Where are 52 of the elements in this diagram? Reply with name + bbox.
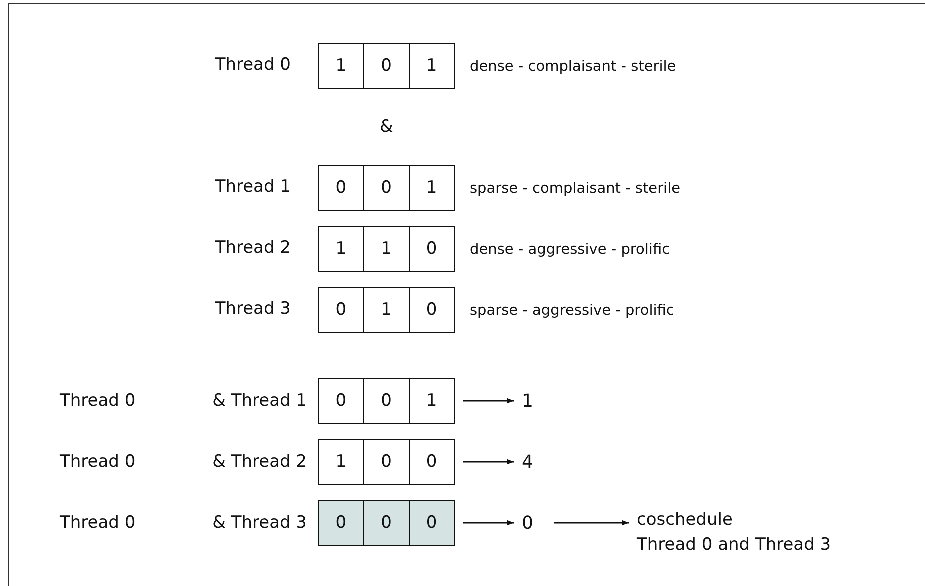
thread-label: & Thread 1 — [212, 390, 307, 413]
bit-cell: 0 — [408, 440, 454, 484]
bit-cell-text: 0 — [334, 299, 348, 322]
thread-description: sparse - aggressive - prolific — [470, 302, 674, 321]
bit-array — [318, 500, 455, 546]
thread-label: & Thread 3 — [212, 512, 307, 535]
arrow — [554, 520, 629, 526]
bit-array — [318, 226, 455, 272]
and-operator: & — [380, 117, 394, 137]
bit-cell: 1 — [363, 227, 409, 271]
thread-description: dense - aggressive - prolific — [470, 241, 670, 260]
bit-cell-text: 1 — [334, 55, 348, 78]
bit-array — [318, 439, 455, 485]
thread-label: & Thread 2 — [212, 451, 307, 474]
arrow — [463, 459, 514, 465]
thread-label: Thread 1 — [215, 176, 291, 199]
bit-cell: 1 — [408, 166, 454, 210]
bit-cell-text: 0 — [334, 512, 348, 535]
bit-array — [318, 165, 455, 211]
bit-cell: 1 — [408, 379, 454, 423]
bit-cell: 1 — [363, 288, 409, 332]
thread-label: Thread 0 — [60, 451, 136, 474]
bit-array — [318, 43, 455, 89]
bit-cell-text: 0 — [334, 390, 348, 413]
note-line: coschedule — [637, 510, 733, 530]
bit-cell: 1 — [408, 44, 454, 88]
bit-cell: 0 — [408, 501, 454, 545]
bit-cell: 0 — [363, 440, 409, 484]
thread-description: dense - complaisant - sterile — [470, 58, 676, 77]
bit-cell: 0 — [408, 227, 454, 271]
thread-label: Thread 3 — [215, 298, 291, 321]
value-text: 1 — [522, 390, 534, 412]
thread-description: sparse - complaisant - sterile — [470, 180, 681, 199]
bit-cell: 0 — [363, 501, 409, 545]
thread-label: Thread 2 — [215, 237, 291, 260]
bit-cell: 0 — [363, 44, 409, 88]
bit-cell: 0 — [363, 379, 409, 423]
arrow — [463, 398, 514, 404]
arrow — [463, 520, 514, 526]
value-text: 0 — [522, 512, 534, 534]
note-line: Thread 0 and Thread 3 — [637, 535, 832, 555]
bit-cell-text: 0 — [334, 177, 348, 200]
bit-array — [318, 378, 455, 424]
thread-label: Thread 0 — [215, 54, 291, 77]
bit-cell-text: 1 — [334, 238, 348, 261]
thread-label: Thread 0 — [60, 390, 136, 413]
value-text: 4 — [522, 452, 534, 472]
bit-array — [318, 287, 455, 333]
bit-cell: 0 — [408, 288, 454, 332]
bit-cell-text: 1 — [334, 451, 348, 474]
thread-label: Thread 0 — [60, 512, 136, 535]
bit-cell: 0 — [363, 166, 409, 210]
